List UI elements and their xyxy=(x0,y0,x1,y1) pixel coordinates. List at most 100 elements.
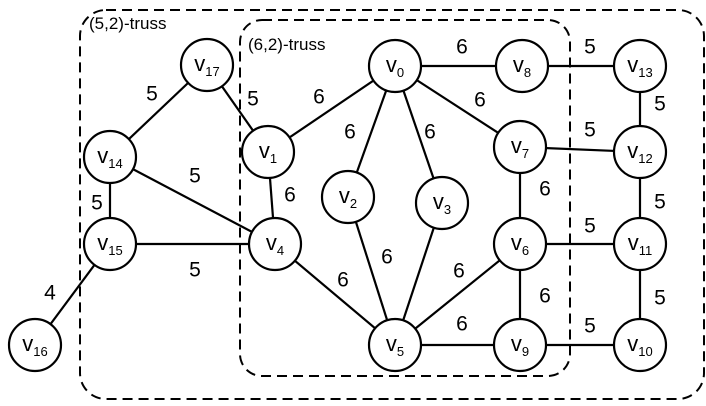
node-label-v10: v10 xyxy=(627,331,652,359)
node-circle-v8 xyxy=(494,38,550,94)
node-label-base: v xyxy=(627,138,638,163)
node-v11: v11 xyxy=(612,216,668,272)
node-label-v9: v9 xyxy=(511,331,529,359)
node-label-base: v xyxy=(339,183,350,208)
node-v6: v6 xyxy=(492,216,548,272)
regions-layer: (5,2)-truss (6,2)-truss xyxy=(79,9,705,400)
node-label-v7: v7 xyxy=(511,133,529,161)
node-label-sub: 4 xyxy=(277,243,284,258)
node-label-v4: v4 xyxy=(266,230,284,258)
node-label-v5: v5 xyxy=(386,331,404,359)
node-label-base: v xyxy=(266,230,277,255)
node-circle-v3 xyxy=(414,175,470,231)
edge-weight-v17-v1: 5 xyxy=(247,88,259,111)
node-v17: v17 xyxy=(179,37,235,93)
edge-weight-v9-v10: 5 xyxy=(584,315,596,338)
edge-weight-v17-v14: 5 xyxy=(146,83,158,106)
edge-weight-v0-v2: 6 xyxy=(344,121,356,144)
edge-weight-v13-v12: 5 xyxy=(654,93,666,116)
edge-weight-v5-v9: 6 xyxy=(456,313,468,336)
node-label-base: v xyxy=(433,189,444,214)
node-label-sub: 9 xyxy=(522,344,529,359)
edge-weight-v0-v3: 6 xyxy=(424,121,436,144)
node-circle-v2 xyxy=(320,169,376,225)
node-v4: v4 xyxy=(247,216,303,272)
node-label-base: v xyxy=(386,52,397,77)
node-circle-v9 xyxy=(492,317,548,373)
node-v7: v7 xyxy=(492,119,548,175)
node-label-base: v xyxy=(259,138,270,163)
node-label-base: v xyxy=(386,331,397,356)
edge-weight-v14-v4: 5 xyxy=(189,165,201,188)
node-label-sub: 3 xyxy=(444,202,451,217)
node-label-base: v xyxy=(627,52,638,77)
node-label-v17: v17 xyxy=(194,51,219,79)
node-label-base: v xyxy=(194,51,205,76)
node-circle-v7 xyxy=(492,119,548,175)
node-label-base: v xyxy=(97,143,108,168)
node-circle-v1 xyxy=(240,124,296,180)
node-label-v0: v0 xyxy=(386,52,404,80)
node-label-sub: 0 xyxy=(397,65,404,80)
node-label-sub: 8 xyxy=(524,65,531,80)
node-label-v8: v8 xyxy=(513,52,531,80)
node-label-base: v xyxy=(22,331,33,356)
node-label-v15: v15 xyxy=(97,230,122,258)
node-v16: v16 xyxy=(7,317,63,373)
node-v10: v10 xyxy=(612,317,668,373)
edge-weight-v4-v5: 6 xyxy=(337,269,349,292)
node-circle-v10 xyxy=(612,317,668,373)
node-v3: v3 xyxy=(414,175,470,231)
node-label-sub: 12 xyxy=(638,151,652,166)
node-label-base: v xyxy=(511,230,522,255)
node-label-sub: 2 xyxy=(350,196,357,211)
edge-weight-v15-v4: 5 xyxy=(189,259,201,282)
node-label-sub: 14 xyxy=(108,156,122,171)
node-label-base: v xyxy=(511,133,522,158)
node-circle-v14 xyxy=(82,129,138,185)
node-v0: v0 xyxy=(367,38,423,94)
node-label-sub: 5 xyxy=(397,344,404,359)
node-circle-v13 xyxy=(612,38,668,94)
edge-weight-v1-v4: 6 xyxy=(284,184,296,207)
node-label-v6: v6 xyxy=(511,230,529,258)
node-label-v1: v1 xyxy=(259,138,277,166)
edge-weight-v14-v15: 5 xyxy=(91,192,103,215)
node-v12: v12 xyxy=(612,124,668,180)
node-label-base: v xyxy=(627,331,638,356)
node-circle-v0 xyxy=(367,38,423,94)
node-v2: v2 xyxy=(320,169,376,225)
edge-weight-v12-v11: 5 xyxy=(654,191,666,214)
node-circle-v15 xyxy=(82,216,138,272)
node-circle-v11 xyxy=(612,216,668,272)
node-label-base: v xyxy=(628,230,639,255)
node-label-v11: v11 xyxy=(628,230,653,258)
node-label-base: v xyxy=(511,331,522,356)
edge-weight-v0-v7: 6 xyxy=(474,89,486,112)
node-v8: v8 xyxy=(494,38,550,94)
node-label-v14: v14 xyxy=(97,143,122,171)
node-v5: v5 xyxy=(367,317,423,373)
region-label-truss-5-2: (5,2)-truss xyxy=(89,14,166,33)
node-v15: v15 xyxy=(82,216,138,272)
edge-weight-v6-v9: 6 xyxy=(539,285,551,308)
node-v13: v13 xyxy=(612,38,668,94)
node-label-v12: v12 xyxy=(627,138,652,166)
node-circle-v17 xyxy=(179,37,235,93)
region-label-truss-6-2: (6,2)-truss xyxy=(248,35,325,54)
node-label-sub: 10 xyxy=(638,344,652,359)
node-label-base: v xyxy=(513,52,524,77)
edge-weight-v5-v6: 6 xyxy=(453,260,465,283)
node-label-sub: 6 xyxy=(522,243,529,258)
edge-weight-v2-v5: 6 xyxy=(381,246,393,269)
edge-weight-v6-v7: 6 xyxy=(539,178,551,201)
edge-weight-v0-v8: 6 xyxy=(456,36,468,59)
node-label-v3: v3 xyxy=(433,189,451,217)
region-truss-6-2 xyxy=(239,19,571,377)
edge-weight-v0-v1: 6 xyxy=(313,86,325,109)
node-circle-v16 xyxy=(7,317,63,373)
